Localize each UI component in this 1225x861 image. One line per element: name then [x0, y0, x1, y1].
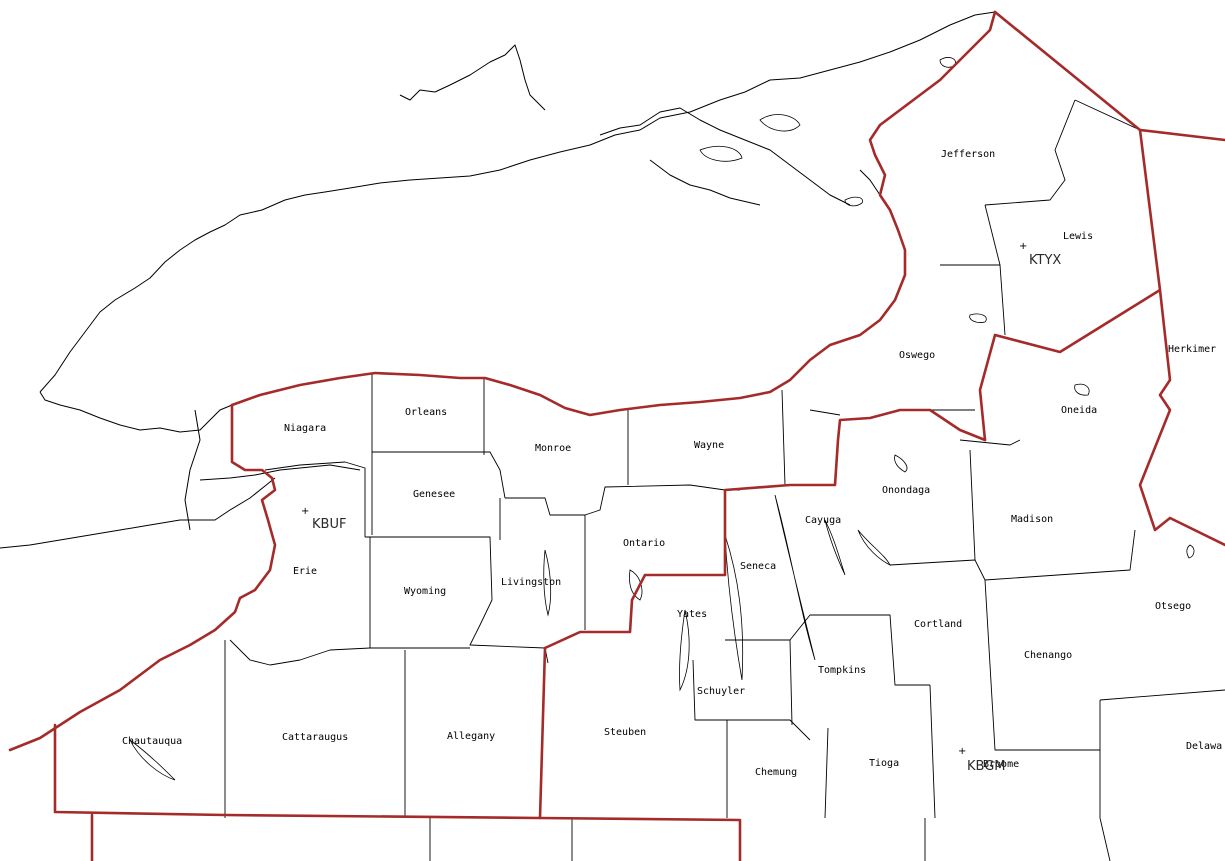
county-label-erie: Erie [293, 566, 317, 577]
county-label-jefferson: Jefferson [941, 149, 995, 160]
county-label-monroe: Monroe [535, 443, 571, 454]
county-labels: Jefferson Lewis Herkimer Oswego Oneida N… [122, 149, 1222, 778]
county-label-chemung: Chemung [755, 767, 797, 778]
county-label-delaware: Delawa [1186, 741, 1222, 752]
station-marker-kbgm: + [958, 746, 966, 757]
county-label-yates: Yates [677, 609, 707, 620]
radar-stations: + KBUF + KTYX + KBGM [301, 241, 1061, 774]
county-label-steuben: Steuben [604, 727, 646, 738]
county-label-genesee: Genesee [413, 489, 455, 500]
county-label-allegany: Allegany [447, 731, 495, 742]
county-label-cortland: Cortland [914, 619, 962, 630]
county-label-broome: Broome [983, 759, 1019, 770]
county-label-onondaga: Onondaga [882, 485, 930, 496]
station-label-kbgm: KBGM [967, 759, 1006, 774]
county-label-otsego: Otsego [1155, 601, 1191, 612]
station-marker-kbuf: + [301, 506, 309, 517]
county-label-cattaraugus: Cattaraugus [282, 732, 348, 743]
county-label-chautauqua: Chautauqua [122, 736, 182, 747]
county-label-madison: Madison [1011, 514, 1053, 525]
county-label-oneida: Oneida [1061, 405, 1097, 416]
lake-ontario-shoreline [39, 11, 996, 433]
niagara-frontier [0, 409, 361, 549]
county-label-schuyler: Schuyler [697, 686, 745, 697]
county-label-ontario: Ontario [623, 538, 665, 549]
county-label-niagara: Niagara [284, 423, 326, 434]
county-label-seneca: Seneca [740, 561, 776, 572]
county-label-livingston: Livingston [501, 577, 561, 588]
county-label-wayne: Wayne [694, 440, 724, 451]
county-label-lewis: Lewis [1063, 231, 1093, 242]
station-marker-ktyx: + [1019, 241, 1027, 252]
county-label-herkimer: Herkimer [1168, 344, 1216, 355]
finger-lakes [129, 313, 1195, 781]
county-label-oswego: Oswego [899, 350, 935, 361]
county-label-wyoming: Wyoming [404, 586, 446, 597]
station-label-kbuf: KBUF [312, 517, 346, 532]
county-label-cayuga: Cayuga [805, 515, 841, 526]
county-label-tioga: Tioga [869, 758, 899, 769]
station-label-ktyx: KTYX [1029, 253, 1061, 268]
county-label-orleans: Orleans [405, 407, 447, 418]
county-label-tompkins: Tompkins [818, 665, 866, 676]
cwa-boundaries [8, 10, 1225, 861]
county-label-chenango: Chenango [1024, 650, 1072, 661]
